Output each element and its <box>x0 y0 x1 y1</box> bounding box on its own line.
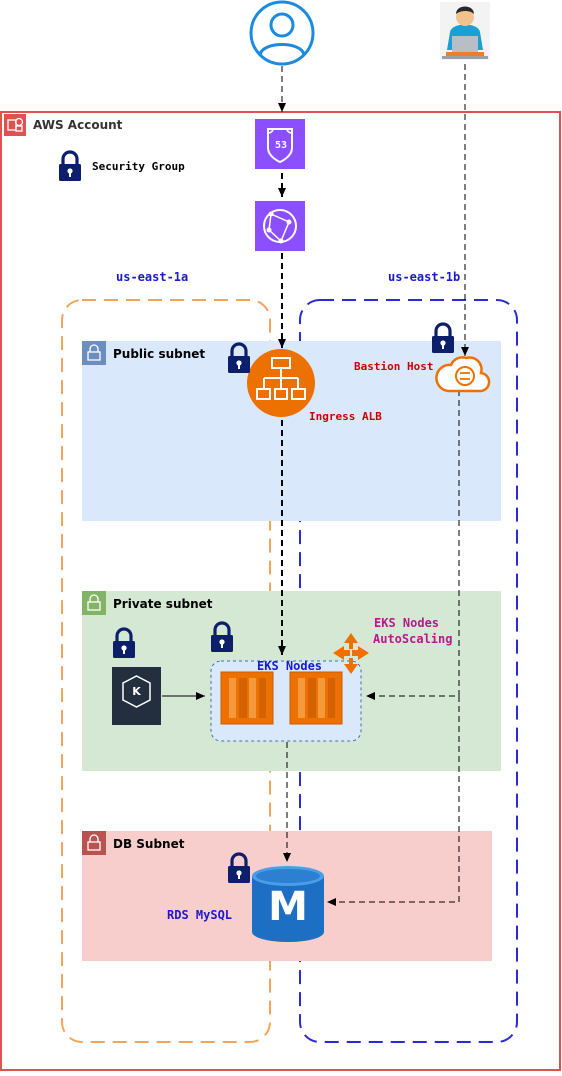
bastion-host-icon <box>435 356 491 393</box>
lock-icon <box>430 322 456 355</box>
autoscaling-icon <box>333 633 369 674</box>
route53-icon <box>255 119 305 169</box>
cloudfront-icon <box>255 201 305 251</box>
eks-nodes-label: EKS Nodes <box>257 659 323 673</box>
aws-account-icon <box>4 114 26 136</box>
aws-account-label: AWS Account <box>33 118 123 132</box>
autoscaling-label-line2: AutoScaling <box>373 632 453 646</box>
zone-a-label: us-east-1a <box>116 270 189 284</box>
aws-account-frame <box>0 111 561 1071</box>
ec2-instance-icon <box>220 671 274 725</box>
user-icon <box>249 0 315 66</box>
zone-b-label: us-east-1b <box>388 270 461 284</box>
autoscaling-label-line1: EKS Nodes <box>374 616 440 630</box>
alb-label: Ingress ALB <box>309 410 382 423</box>
private-subnet-label: Private subnet <box>113 597 213 611</box>
security-group-legend-label: Security Group <box>92 160 185 173</box>
alb-icon <box>247 349 315 417</box>
rds-label: RDS MySQL <box>167 908 233 922</box>
rds-letter: M <box>268 884 308 930</box>
db-subnet-icon <box>82 831 106 855</box>
private-subnet-icon <box>82 591 106 615</box>
public-subnet-icon <box>82 341 106 365</box>
db-subnet-label: DB Subnet <box>113 837 185 851</box>
rds-database-icon <box>252 866 324 942</box>
kubernetes-letter: K <box>132 685 141 698</box>
administrator-icon <box>440 2 490 60</box>
bastion-to-rds-connector <box>327 696 460 906</box>
kubernetes-icon <box>112 667 161 725</box>
route53-label: 53 <box>274 140 288 151</box>
bastion-host-label: Bastion Host <box>354 360 434 373</box>
security-group-lock-icon <box>57 150 83 183</box>
connectors <box>278 64 469 906</box>
ec2-instance-icon <box>289 671 343 725</box>
public-subnet-label: Public subnet <box>113 347 206 361</box>
